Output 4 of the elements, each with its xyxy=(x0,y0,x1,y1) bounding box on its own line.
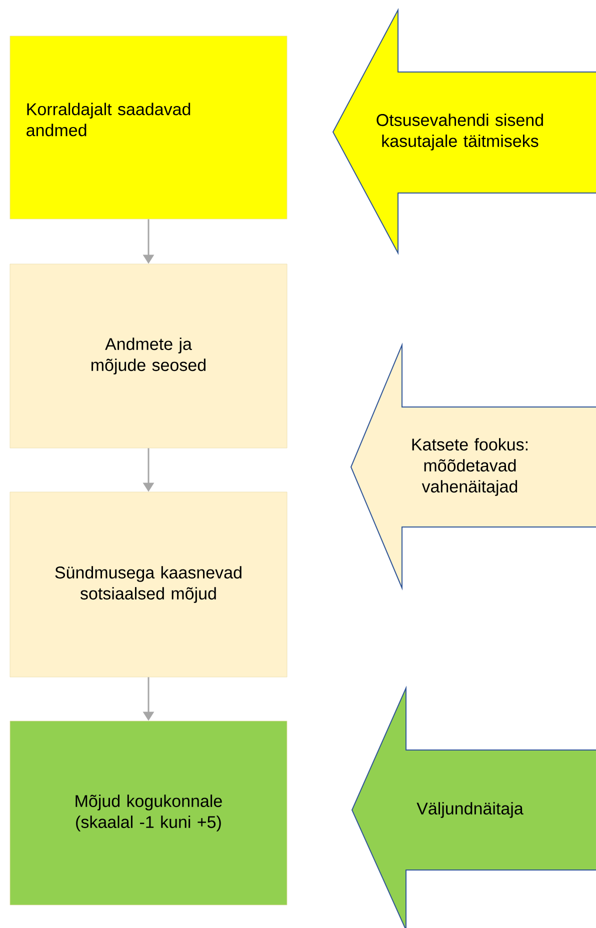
process-box: Sündmusega kaasnevad sotsiaalsed mõjud xyxy=(10,492,288,678)
process-box: Mõjud kogukonnale (skaalal -1 kuni +5) xyxy=(10,720,288,906)
process-box: Korraldajalt saadavad andmed xyxy=(10,36,288,220)
process-box: Andmete ja mõjude seosed xyxy=(10,264,288,448)
